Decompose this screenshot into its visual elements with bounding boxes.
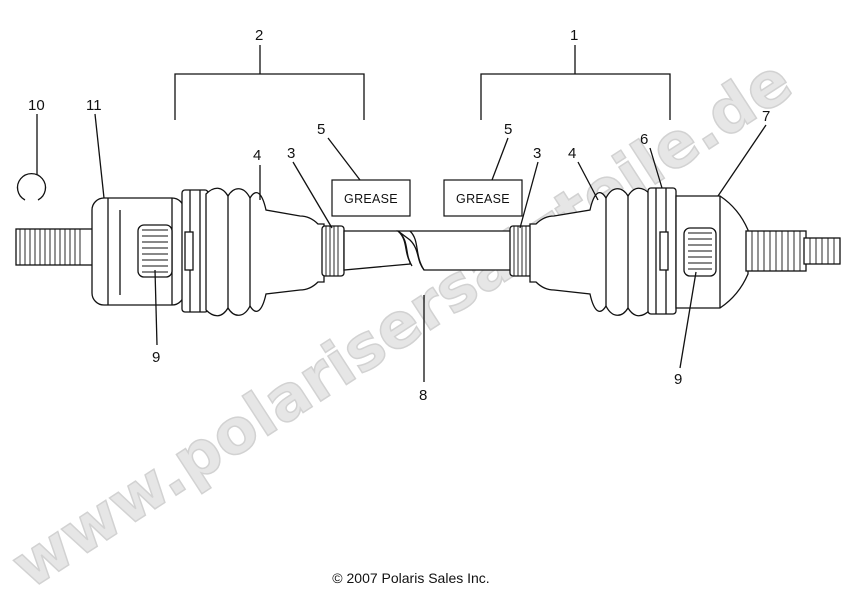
- left-small-clamp: [321, 225, 345, 277]
- grease-text-left: GREASE: [344, 192, 398, 206]
- circlip-part: [16, 172, 47, 201]
- grease-text-right: GREASE: [456, 192, 510, 206]
- assembly-bracket-2: [174, 45, 365, 120]
- assembly-bracket-1: [480, 45, 671, 120]
- callout-1: 1: [570, 27, 578, 44]
- callout-6: 6: [640, 131, 648, 148]
- grease-label-right: GREASE: [443, 179, 523, 217]
- callout-4-left: 4: [253, 147, 261, 164]
- watermark-text: www.polarisersatzteile.de: [0, 44, 804, 603]
- axle-shaft: [343, 230, 513, 271]
- callout-3-left: 3: [287, 145, 295, 162]
- left-clamp-band: [181, 189, 209, 313]
- leader-lines: [36, 113, 767, 382]
- callout-4-right: 4: [568, 145, 576, 162]
- callout-5-left: 5: [317, 121, 325, 138]
- right-spline-stub: [745, 230, 841, 272]
- callout-9-left: 9: [152, 349, 160, 366]
- callout-7: 7: [762, 108, 770, 125]
- callout-11: 11: [86, 97, 102, 114]
- callout-2: 2: [255, 27, 263, 44]
- callout-9-right: 9: [674, 371, 682, 388]
- right-small-clamp: [509, 225, 533, 277]
- right-cv-housing: [675, 195, 749, 309]
- callout-10: 10: [28, 97, 45, 114]
- left-boot: [205, 187, 325, 317]
- callout-8: 8: [419, 387, 427, 404]
- copyright-text: © 2007 Polaris Sales Inc.: [332, 570, 489, 586]
- grease-label-left: GREASE: [331, 179, 411, 217]
- right-clamp-band: [647, 187, 677, 315]
- callout-3-right: 3: [533, 145, 541, 162]
- left-spline-stub: [15, 228, 95, 266]
- left-cv-housing: [91, 197, 185, 306]
- callout-5-right: 5: [504, 121, 512, 138]
